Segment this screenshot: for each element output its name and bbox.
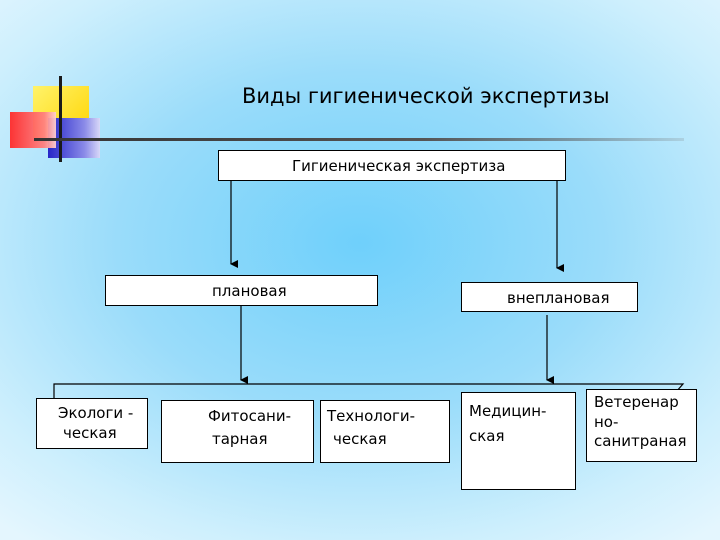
unplanned-box: внеплановая bbox=[461, 282, 638, 312]
veterinary-line-1: Ветеренар bbox=[594, 393, 679, 411]
veterinary-line-3: санитраная bbox=[594, 432, 687, 450]
technological-line-2: ческая bbox=[333, 430, 387, 449]
ecological-box: Экологи - ческая bbox=[36, 398, 148, 449]
veterinary-box: Ветеренар но- санитраная bbox=[586, 389, 697, 462]
title-underline bbox=[34, 138, 684, 141]
ecological-line-2: ческая bbox=[63, 424, 117, 443]
root-box: Гигиеническая экспертиза bbox=[218, 150, 566, 181]
phytosanitary-line-1: Фитосани- bbox=[208, 407, 291, 425]
veterinary-line-2: но- bbox=[594, 412, 619, 431]
group-bracket bbox=[53, 383, 685, 398]
page-title: Виды гигиенической экспертизы bbox=[242, 84, 610, 108]
ecological-line-1: Экологи - bbox=[58, 404, 134, 422]
decor-vertical-bar bbox=[59, 76, 62, 162]
decor-red-square bbox=[10, 112, 56, 148]
root-label: Гигиеническая экспертиза bbox=[292, 157, 506, 175]
phytosanitary-line-2: тарная bbox=[212, 430, 268, 449]
medical-line-2: ская bbox=[469, 426, 505, 445]
planned-label: плановая bbox=[212, 282, 287, 300]
unplanned-label: внеплановая bbox=[507, 289, 610, 307]
technological-line-1: Технологи- bbox=[327, 407, 416, 425]
medical-line-1: Медицин- bbox=[469, 402, 547, 420]
medical-box: Медицин- ская bbox=[461, 392, 576, 490]
planned-box: плановая bbox=[105, 275, 378, 306]
phytosanitary-box: Фитосани- тарная bbox=[161, 400, 314, 463]
technological-box: Технологи- ческая bbox=[320, 400, 450, 463]
